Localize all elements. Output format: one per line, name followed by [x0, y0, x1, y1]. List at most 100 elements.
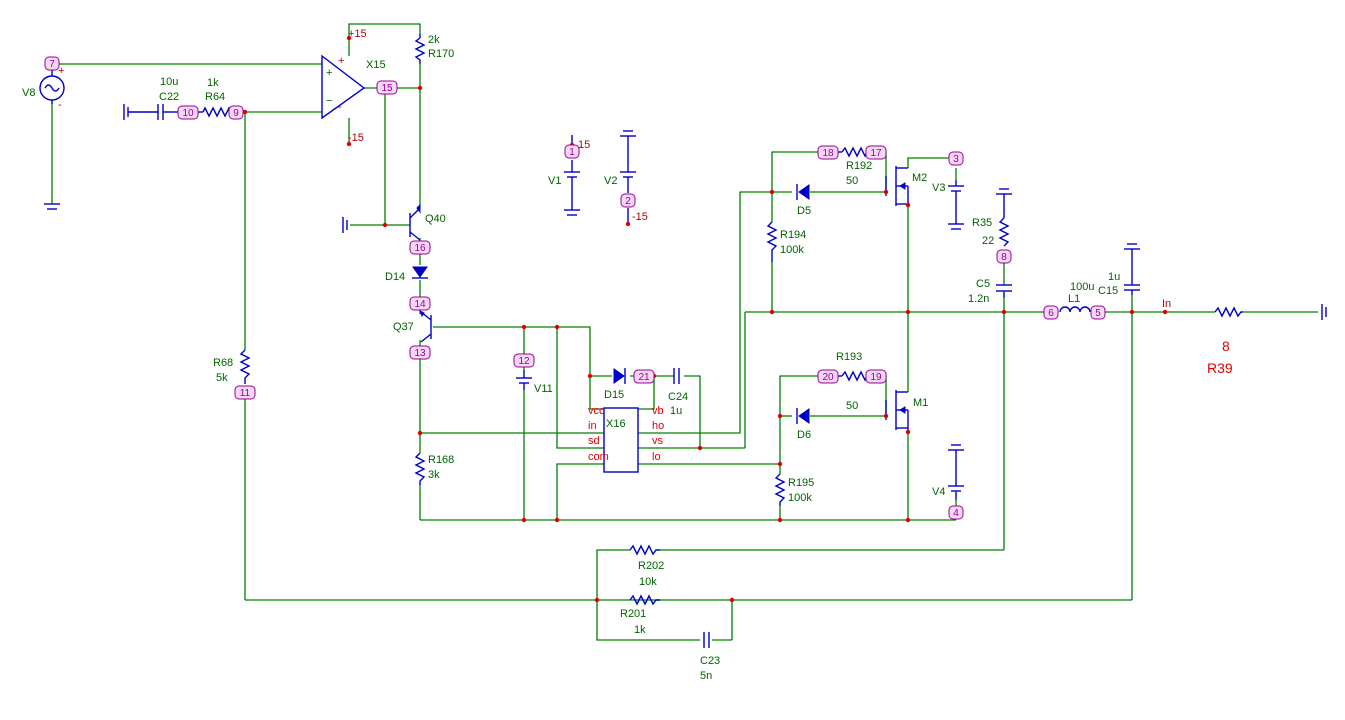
node-marker: 9	[228, 105, 244, 120]
resistor-r68: R68 5k	[213, 349, 251, 384]
svg-text:L1: L1	[1068, 293, 1080, 305]
svg-text:R202: R202	[638, 560, 664, 572]
svg-text:2k: 2k	[428, 34, 440, 46]
resistor-r168: R168 3k	[414, 452, 454, 485]
resistor-r202: R202 10k	[629, 544, 664, 588]
svg-text:V1: V1	[548, 175, 561, 187]
svg-text:4: 4	[953, 508, 959, 519]
node-marker: 13	[409, 345, 431, 360]
resistor-r35: R35 22	[972, 194, 1010, 247]
mosfet-m1: M1	[885, 390, 928, 432]
svg-text:sd: sd	[588, 435, 600, 447]
svg-text:R201: R201	[620, 608, 646, 620]
node-marker: 19	[865, 369, 887, 384]
svg-text:V3: V3	[932, 182, 945, 194]
junction-dots	[49, 35, 1168, 603]
svg-text:Q40: Q40	[425, 213, 446, 225]
diode-d5: D5	[796, 184, 811, 217]
node-marker: 7	[44, 56, 60, 71]
driver-x16: X16 vcc in sd com vb ho vs lo	[588, 405, 664, 473]
svg-text:R68: R68	[213, 357, 233, 369]
node-marker: 1	[564, 144, 580, 159]
resistor-r170: 2k R170	[414, 34, 454, 64]
svg-text:X16: X16	[606, 418, 626, 430]
svg-text:100k: 100k	[780, 244, 804, 256]
diode-d14: D14	[385, 266, 428, 283]
svg-text:C22: C22	[159, 91, 179, 103]
svg-text:V11: V11	[534, 383, 553, 395]
svg-text:M1: M1	[913, 397, 928, 409]
svg-text:R193: R193	[836, 351, 862, 363]
svg-text:V4: V4	[932, 486, 945, 498]
resistor-r194: R194 100k	[766, 221, 806, 262]
svg-text:com: com	[588, 451, 609, 463]
resistor-r192: R192 50	[838, 146, 872, 187]
svg-text:vs: vs	[652, 435, 664, 447]
svg-text:M2: M2	[912, 172, 927, 184]
svg-text:1u: 1u	[670, 405, 682, 417]
node-marker: 4	[948, 505, 964, 520]
opamp-x15: + - + − X15 +15 -15	[321, 28, 386, 144]
transistor-q37: Q37	[393, 309, 432, 343]
svg-text:100u: 100u	[1070, 281, 1094, 293]
svg-text:C15: C15	[1098, 285, 1118, 297]
svg-text:19: 19	[870, 372, 882, 383]
svg-text:R195: R195	[788, 477, 814, 489]
svg-text:D14: D14	[385, 271, 405, 283]
svg-text:100k: 100k	[788, 492, 812, 504]
node-marker: 17	[865, 145, 887, 160]
svg-text:6: 6	[1048, 308, 1054, 319]
diode-d6: D6	[796, 408, 811, 441]
svg-text:2: 2	[625, 196, 631, 207]
svg-text:1k: 1k	[634, 624, 646, 636]
capacitor-c15: 1u C15	[1098, 249, 1140, 297]
mosfet-m2: M2	[885, 166, 927, 206]
resistor-r39: 8 R39 In	[1162, 298, 1243, 376]
svg-text:3k: 3k	[428, 469, 440, 481]
svg-text:5k: 5k	[216, 372, 228, 384]
node-marker: 2	[620, 193, 636, 208]
node-marker: 10	[177, 105, 199, 120]
svg-text:15: 15	[578, 139, 590, 151]
svg-text:1k: 1k	[207, 77, 219, 89]
svg-text:+: +	[326, 67, 332, 79]
source-v11: V11	[516, 370, 553, 395]
resistor-r201: R201 1k	[620, 594, 660, 636]
svg-text:12: 12	[518, 356, 530, 367]
svg-text:+: +	[58, 65, 64, 77]
svg-text:lo: lo	[652, 451, 661, 463]
capacitor-c24: C24 1u	[668, 368, 688, 417]
resistor-r193: R193 50	[836, 351, 869, 412]
svg-text:R194: R194	[780, 229, 806, 241]
svg-text:+: +	[338, 55, 344, 67]
node-marker: 8	[996, 249, 1012, 264]
svg-text:+15: +15	[348, 28, 367, 40]
svg-text:R35: R35	[972, 217, 992, 229]
resistor-r195: R195 100k	[774, 473, 814, 506]
svg-text:9: 9	[233, 108, 239, 119]
svg-text:11: 11	[240, 388, 251, 399]
svg-text:In: In	[1162, 298, 1171, 310]
svg-text:5: 5	[1095, 308, 1101, 319]
svg-text:1: 1	[569, 147, 575, 158]
svg-text:21: 21	[638, 372, 650, 383]
svg-text:14: 14	[414, 299, 426, 310]
svg-text:vb: vb	[652, 405, 664, 417]
svg-text:−: −	[326, 95, 332, 107]
svg-text:1.2n: 1.2n	[968, 293, 989, 305]
svg-text:10u: 10u	[160, 76, 178, 88]
source-v4: V4	[932, 450, 964, 500]
node-marker: 5	[1090, 305, 1106, 320]
node-marker: 6	[1043, 305, 1059, 320]
source-v2: V2 -15	[604, 136, 648, 224]
svg-text:7: 7	[49, 59, 55, 70]
node-marker: 3	[948, 151, 964, 166]
node-marker: 16	[409, 240, 431, 255]
svg-text:Q37: Q37	[393, 321, 414, 333]
svg-text:20: 20	[822, 372, 834, 383]
svg-text:R170: R170	[428, 48, 454, 60]
svg-text:C5: C5	[976, 278, 990, 290]
node-markers: 7 10 9 15 16 14 13 12 11 1 2 21 18 17 3 …	[44, 56, 1106, 520]
inductor-l1: L1 100u	[1059, 281, 1094, 313]
